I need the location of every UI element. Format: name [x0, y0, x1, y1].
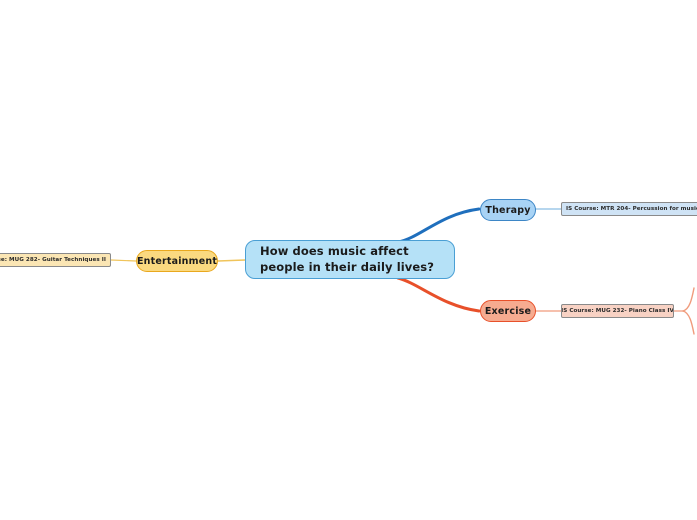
leaf-node-therapy-course[interactable]: IS Course: MTR 204- Percussion for music… [561, 202, 697, 216]
root-node-question[interactable]: How does music affect people in their da… [245, 240, 455, 279]
edge-entertainment-to-course [110, 259, 137, 262]
edge-root-to-exercise [396, 276, 481, 313]
branch-node-exercise[interactable]: Exercise [480, 300, 536, 322]
leaf-node-entertainment-course[interactable]: IS Course: MUG 282- Guitar Techniques II [0, 253, 111, 267]
edge-root-to-entertainment [217, 259, 246, 262]
branch-node-entertainment[interactable]: Entertainment [136, 250, 218, 272]
branch-node-therapy[interactable]: Therapy [480, 199, 536, 221]
leaf-node-exercise-course[interactable]: IS Course: MUG 232- Piano Class IV [561, 304, 674, 318]
edge-root-to-therapy [396, 207, 481, 244]
edge-exercise-course-fork-lower [682, 310, 695, 335]
edge-exercise-course-fork-upper [682, 287, 695, 312]
